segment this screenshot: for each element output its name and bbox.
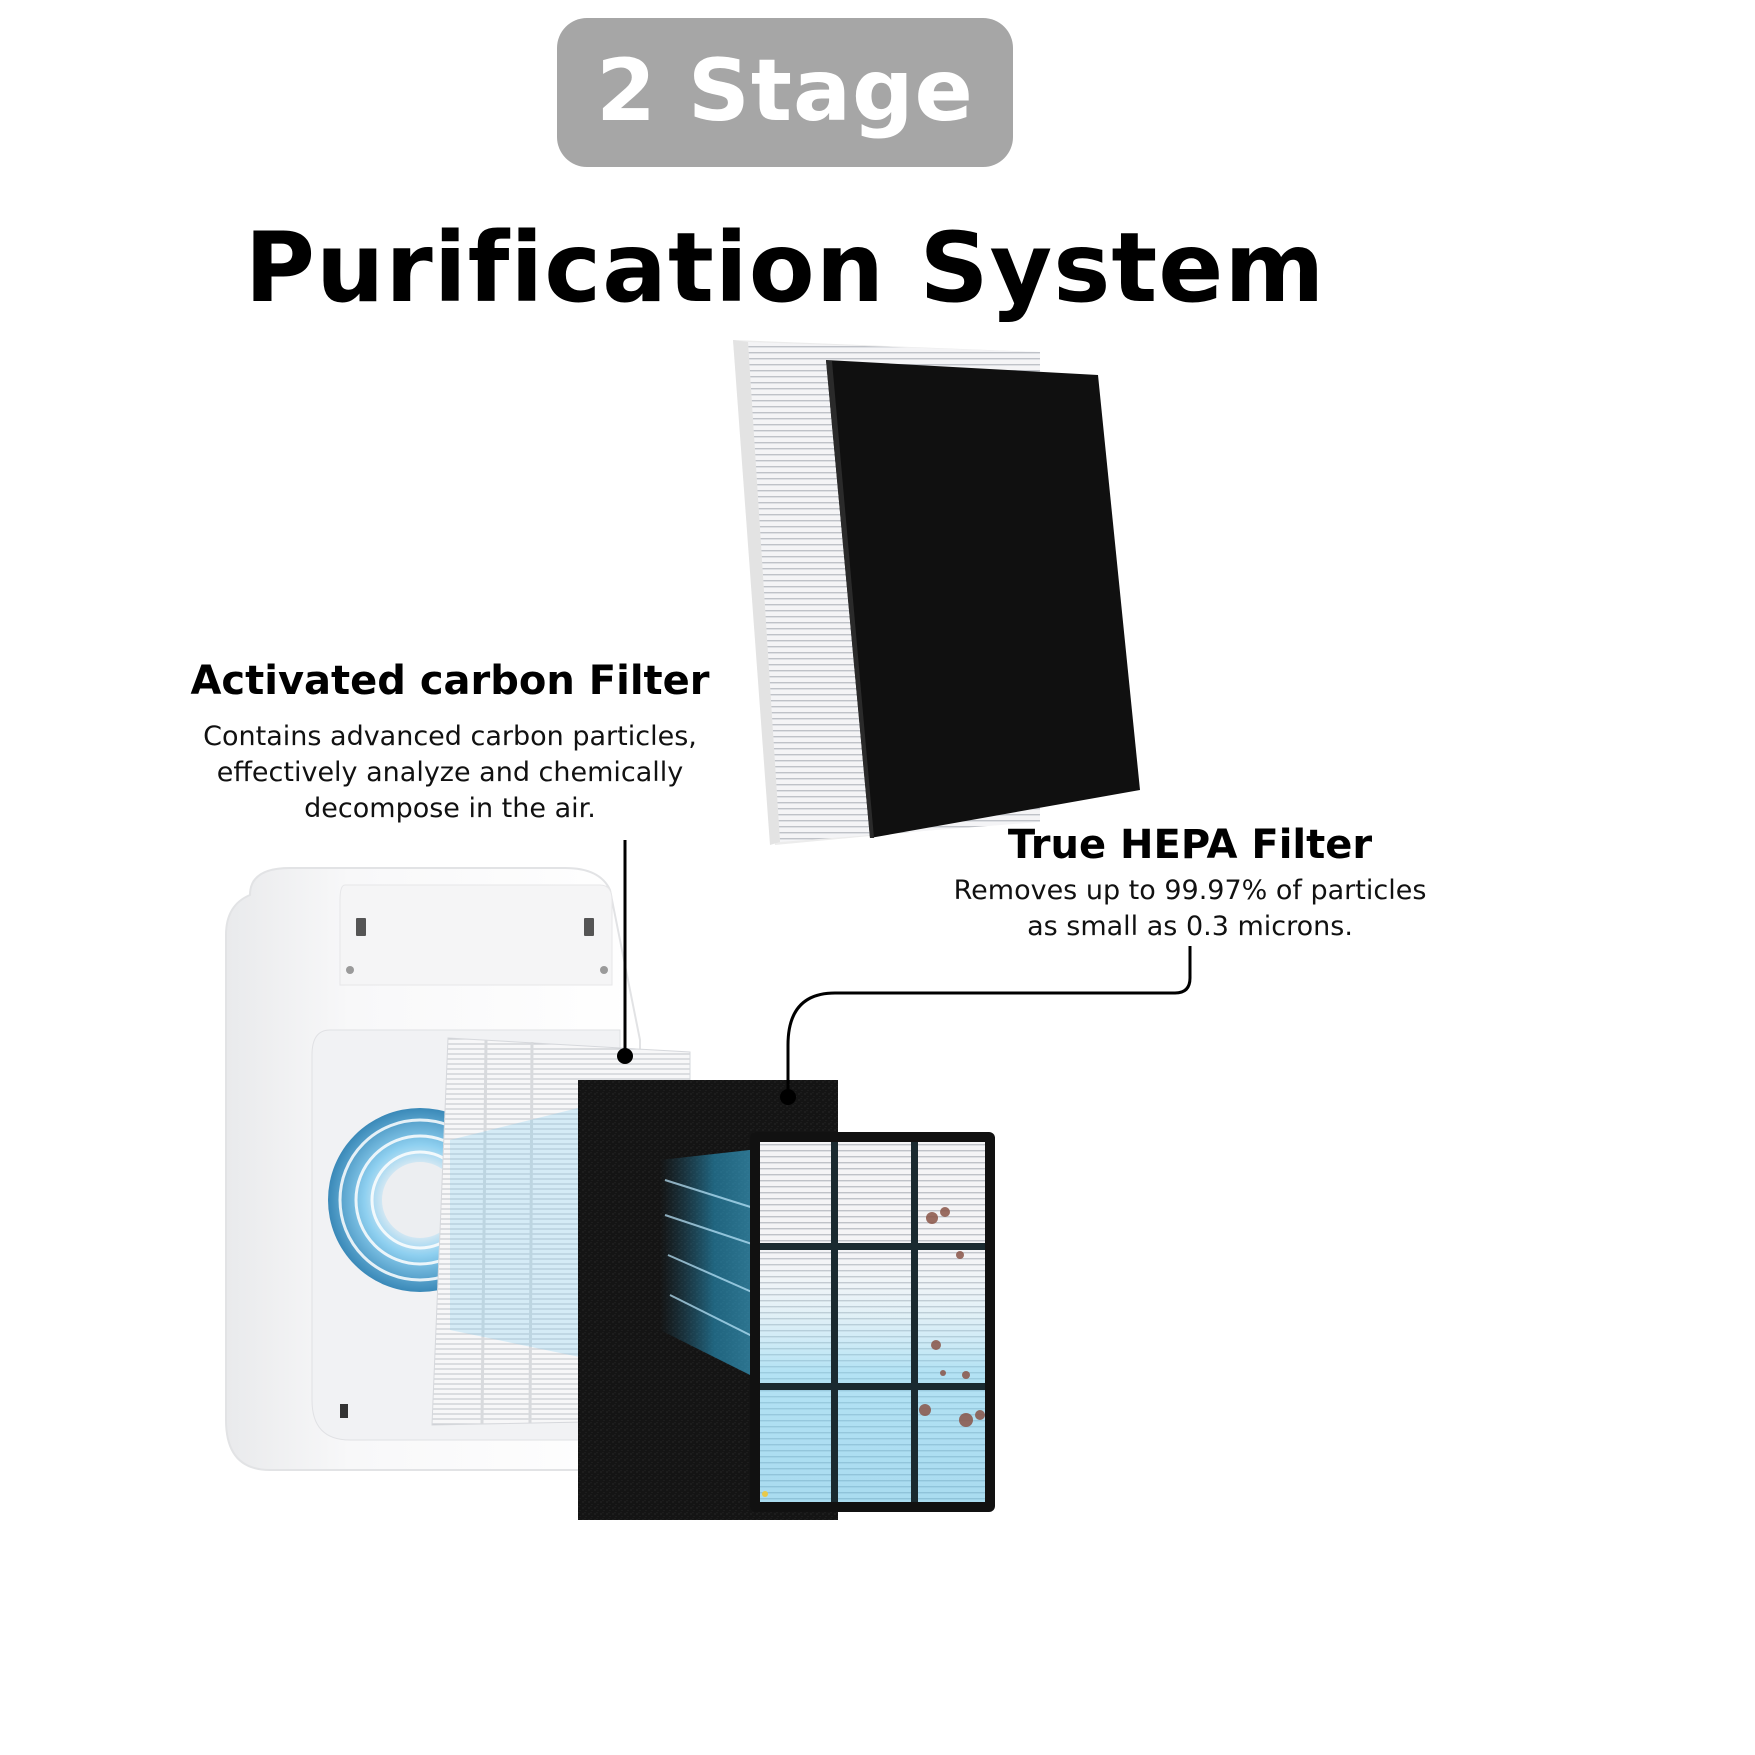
page-title: Purification System	[244, 212, 1326, 324]
carbon-filter-title: Activated carbon Filter	[190, 658, 710, 704]
carbon-filter-description: Contains advanced carbon particles, effe…	[150, 719, 750, 827]
carbon-desc-line: decompose in the air.	[304, 793, 596, 824]
carbon-desc-line: Contains advanced carbon particles,	[203, 721, 697, 752]
stage-badge-label: 2 Stage	[596, 40, 974, 141]
carbon-callout-leader	[617, 840, 633, 1064]
carbon-desc-line: effectively analyze and chemically	[216, 757, 684, 788]
hepa-filter-title: True HEPA Filter	[1007, 822, 1373, 868]
hepa-desc-line: Removes up to 99.97% of particles	[953, 875, 1427, 906]
stage-badge: 2 Stage	[557, 18, 1013, 167]
hepa-callout-leader	[780, 946, 1192, 1105]
hepa-desc-line: as small as 0.3 microns.	[1027, 911, 1353, 942]
top-filter-stack	[733, 340, 1140, 845]
hepa-filter-description: Removes up to 99.97% of particles as sma…	[890, 873, 1490, 945]
purifier-exploded-view	[225, 867, 995, 1520]
